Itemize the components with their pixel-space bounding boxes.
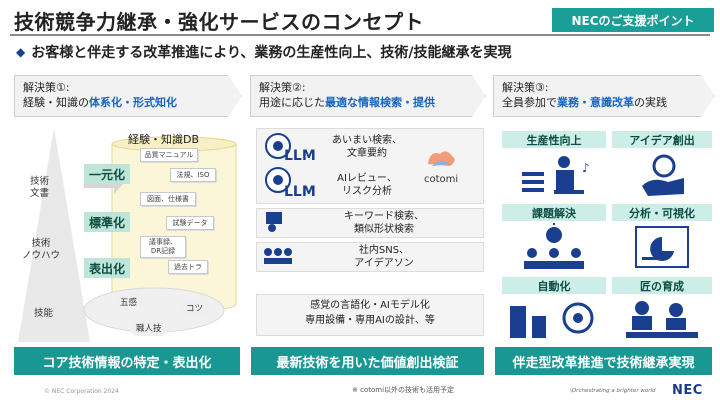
tagline: \Orchestrating a brighter world — [570, 388, 656, 394]
tile-craftsman: 匠の育成 — [612, 277, 712, 294]
solution-1-chevron: 解決策①: 経験・知識の体系化・形式知化 — [14, 75, 242, 117]
productivity-icon: ♪ — [522, 156, 590, 194]
outcome-bar-1: コア技術情報の特定・表出化 — [14, 347, 240, 375]
craftsman-icon — [626, 301, 698, 338]
level-skill: 技能 — [34, 308, 54, 319]
outcome-bar-3: 伴走型改革推進で技術継承実現 — [495, 347, 712, 375]
automation-icon — [510, 302, 594, 338]
solution-1-text: 経験・知識の体系化・形式知化 — [23, 96, 177, 109]
tacit-knack: コツ — [180, 300, 210, 316]
copyright: © NEC Corporation 2024 — [44, 388, 119, 395]
db-label: 経験・知識DB — [128, 133, 200, 146]
analytics-icon — [635, 226, 689, 268]
sensory-card — [256, 294, 484, 336]
doc-minutes: 議事録、 DR記録 — [140, 236, 186, 258]
footnote: ※ cotomi以外の技術も活用予定 — [352, 386, 455, 394]
nec-logo: NEC — [672, 383, 703, 398]
tile-productivity: 生産性向上 — [502, 131, 606, 148]
doc-test-data: 試験データ — [166, 216, 214, 230]
fuzzy-search-text: あいまい検索、 文章要約 — [332, 135, 402, 159]
llm-label-2: LLM — [284, 184, 316, 200]
solution-2-chevron: 解決策②: 用途に応じた最適な情報検索・提供 — [250, 75, 486, 117]
sensory-text: 感覚の言語化・AIモデル化 専用設備・専用AIの設計、等 — [305, 300, 435, 326]
cotomi-logo-icon — [428, 151, 455, 166]
sns-text: 社内SNS、 アイデアソン — [354, 245, 414, 269]
solution-2-label: 解決策②: — [259, 81, 306, 94]
sns-card — [256, 242, 484, 272]
nec-support-badge: NECのご支援ポイント — [552, 8, 714, 32]
network-icon — [264, 248, 292, 264]
action-standardize: 標準化 — [84, 212, 130, 232]
level-technical-knowhow: 技術 ノウハウ — [22, 238, 61, 261]
person-head-icon — [265, 167, 291, 193]
cotomi-label: cotomi — [424, 174, 459, 185]
llm-card — [256, 128, 484, 204]
llm-label-1: LLM — [284, 148, 316, 164]
level-technical-docs: 技術 文書 — [30, 176, 50, 199]
tacit-five-senses: 五感 — [114, 294, 144, 310]
tile-problem-solving: 課題解決 — [502, 204, 606, 221]
tile-analytics: 分析・可視化 — [612, 204, 712, 221]
action-unify: 一元化 — [84, 164, 130, 184]
doc-quality-manual: 品質マニュアル — [140, 148, 198, 162]
solution-1-label: 解決策①: — [23, 81, 70, 94]
svg-text:♪: ♪ — [582, 161, 590, 175]
page-title: 技術競争力継承・強化サービスのコンセプト — [14, 10, 424, 34]
search-person-icon — [266, 212, 282, 232]
tile-idea: アイデア創出 — [612, 131, 712, 148]
keyword-card — [256, 208, 484, 238]
problem-solving-icon — [524, 223, 584, 269]
subtitle: ◆ お客様と伴走する改革推進により、業務の生産性向上、技術/技能継承を実現 — [16, 42, 512, 62]
solution-3-chevron: 解決策③: 全員参加で業務・意識改革の実践 — [493, 75, 715, 117]
outcome-bar-2: 最新技術を用いた価値創出検証 — [251, 347, 484, 375]
idea-icon — [642, 154, 684, 196]
llm-person-icons — [265, 133, 291, 193]
solution-2-text: 用途に応じた最適な情報検索・提供 — [259, 96, 435, 109]
knowledge-pyramid — [18, 128, 90, 342]
title-divider — [10, 34, 710, 36]
subtitle-text: お客様と伴走する改革推進により、業務の生産性向上、技術/技能継承を実現 — [31, 45, 512, 61]
action-externalize: 表出化 — [84, 258, 130, 278]
keyword-search-text: キーワード検索、 類似形状検索 — [344, 211, 424, 235]
solution-3-label: 解決策③: — [502, 81, 549, 94]
doc-regulations: 法規、ISO — [170, 168, 216, 182]
tacit-craftsmanship: 職人技 — [130, 320, 168, 336]
diamond-bullet-icon: ◆ — [16, 45, 26, 59]
tile-automation: 自動化 — [502, 277, 606, 294]
ai-review-text: AIレビュー、 リスク分析 — [337, 173, 397, 197]
person-head-icon — [265, 133, 291, 159]
doc-past-troubles: 過去トラ — [168, 260, 208, 274]
solution-3-text: 全員参加で業務・意識改革の実践 — [502, 96, 667, 109]
doc-drawings: 図面、仕様書 — [140, 192, 196, 206]
